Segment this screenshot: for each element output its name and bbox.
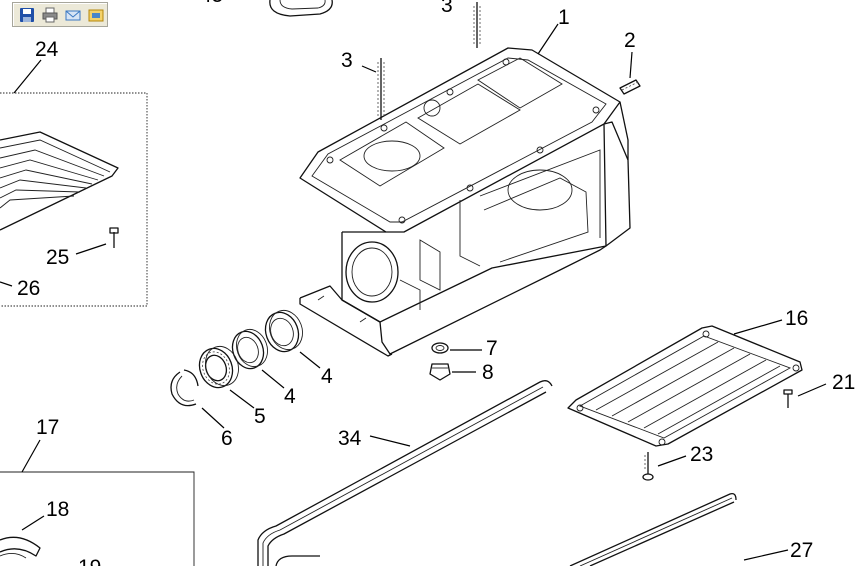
callout-26: 26 (17, 277, 40, 300)
callout-4-left: 4 (284, 385, 296, 408)
callout-2: 2 (624, 29, 636, 52)
stud-part-3-top (473, 2, 481, 48)
callout-24: 24 (35, 38, 59, 61)
callout-18: 18 (46, 498, 69, 521)
callout-16: 16 (785, 307, 808, 330)
inset-box-24 (0, 59, 148, 307)
screw-part-23 (642, 452, 654, 481)
callout-34: 34 (338, 427, 362, 450)
grate-part-inset (0, 131, 119, 231)
gearbox-housing-part-1 (299, 47, 631, 357)
callout-21: 21 (832, 371, 855, 394)
export-icon (88, 9, 104, 21)
callout-7: 7 (486, 337, 498, 360)
callout-5: 5 (254, 405, 266, 428)
callout-8: 8 (482, 361, 494, 384)
callout-3-top: 3 (441, 0, 453, 17)
grate-cover-part-16 (567, 325, 803, 447)
export-button[interactable] (86, 5, 106, 25)
bearing-part-5 (198, 345, 239, 389)
callout-3: 3 (341, 49, 353, 72)
screw-part-21 (783, 389, 793, 408)
callout-25: 25 (46, 246, 69, 269)
callout-17: 17 (36, 416, 59, 439)
save-button[interactable] (17, 5, 37, 25)
seal-part-4-outer (264, 309, 303, 353)
callout-19: 19 (78, 556, 101, 566)
washer-part-7 (431, 342, 449, 354)
save-icon (20, 7, 34, 22)
callout-45: 45 (200, 0, 223, 7)
callout-27: 27 (790, 539, 813, 562)
seal-part-4-inner (231, 328, 268, 370)
callout-23: 23 (690, 443, 713, 466)
stud-part-3 (377, 58, 385, 120)
partial-part-top (269, 0, 333, 17)
inset-box-17 (0, 439, 195, 566)
plug-part-8 (429, 363, 451, 381)
snap-ring-part-6 (170, 369, 199, 407)
screw-part-25 (109, 227, 119, 248)
email-icon (65, 10, 81, 20)
print-button[interactable] (40, 5, 60, 25)
email-button[interactable] (63, 5, 83, 25)
callout-4-right: 4 (321, 365, 333, 388)
viewer-toolbar (12, 2, 108, 27)
print-icon (42, 7, 58, 22)
bolt-part-2 (619, 79, 641, 95)
callout-1: 1 (558, 6, 570, 29)
callout-6: 6 (221, 427, 233, 450)
gasket-part-34 (257, 380, 737, 566)
